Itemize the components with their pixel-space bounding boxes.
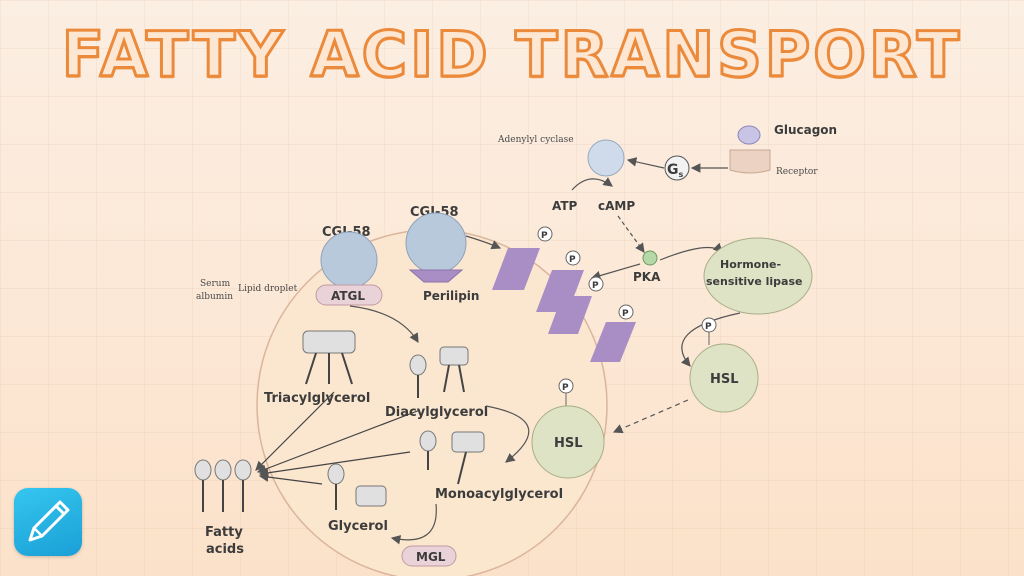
perilipin-phospho-1 [492, 248, 540, 290]
triacylglycerol-molecule [302, 330, 356, 385]
pka-shape [642, 250, 658, 266]
fatty-acids-label-2: acids [206, 542, 244, 557]
glycerol-label: Glycerol [328, 519, 388, 534]
lipid-droplet-label: Lipid droplet [238, 284, 298, 294]
phosphate-p1-label: P [541, 231, 548, 241]
receptor-shape [729, 149, 771, 174]
arrow-camp-pka [617, 215, 645, 253]
phosphate-p3-label: P [592, 281, 599, 291]
cgi58-center [405, 212, 467, 274]
phosphate-p2 [565, 250, 581, 266]
hsl-right-label: HSL [710, 372, 739, 387]
pka-label: PKA [633, 270, 661, 284]
phosphate-p3 [588, 276, 604, 292]
arrow-dag-mag [485, 405, 530, 463]
camp-label: cAMP [598, 199, 635, 213]
hsl-inner [531, 405, 605, 479]
arrow-atp-camp [571, 177, 613, 191]
arrow-gs-cyclase [626, 157, 665, 169]
gs-protein [664, 155, 690, 181]
phosphate-hsl-inner-label: P [562, 383, 569, 393]
diacylglycerol-label: Diacylglycerol [385, 405, 488, 420]
phosphate-p4 [618, 304, 634, 320]
hsl-right [689, 343, 759, 413]
gs-label: Gs [667, 162, 684, 179]
perilipin-label: Perilipin [423, 289, 479, 303]
arrow-cgi58-release [465, 235, 502, 250]
arrow-lipase-hsl [680, 312, 741, 367]
arrow-pka-perilipin [590, 263, 641, 281]
perilipin-phospho-3 [548, 296, 592, 334]
arrow-atgl-dag [349, 305, 419, 344]
adenylyl-cyclase [587, 139, 625, 177]
hormone-sensitive-lipase-label-1: Hormone- [720, 258, 781, 271]
hsl-inner-label: HSL [554, 436, 583, 451]
phosphate-hsl-right-label: P [705, 322, 712, 332]
mgl-label: MGL [416, 550, 446, 564]
phospho-perilipin-group: P P P P [492, 226, 636, 362]
cgi58-left [320, 231, 378, 289]
serum-albumin-label-2: albumin [196, 292, 233, 302]
phosphate-p4-label: P [622, 309, 629, 319]
fatty-acid-release-arrows [255, 391, 421, 485]
glycerol-molecule [327, 463, 387, 510]
atgl-label: ATGL [331, 289, 365, 303]
glucagon-shape [737, 125, 761, 145]
pencil-icon [28, 500, 70, 542]
diacylglycerol-molecule [409, 346, 469, 398]
hormone-sensitive-lipase-label-2: sensitive lipase [706, 275, 803, 288]
perilipin-base [408, 269, 464, 283]
phosphate-p1 [537, 226, 553, 242]
monoacylglycerol-molecule [419, 430, 485, 485]
serum-albumin-label-1: Serum [200, 279, 231, 289]
mgl-shape [401, 545, 457, 567]
fatty-acids-label-1: Fatty [205, 525, 243, 540]
perilipin-phospho-4 [590, 322, 636, 362]
monoacylglycerol-label: Monoacylglycerol [435, 487, 563, 502]
phosphate-p2-label: P [569, 255, 576, 265]
page-title: FATTY ACID TRANSPORT [60, 17, 963, 93]
triacylglycerol-label: Triacylglycerol [264, 391, 370, 406]
atgl-shape [315, 284, 383, 306]
pencil-app-icon[interactable] [14, 488, 82, 556]
glucagon-label: Glucagon [774, 123, 837, 137]
atp-label: ATP [552, 199, 578, 213]
arrow-hsl-to-droplet [612, 399, 689, 434]
receptor-label: Receptor [776, 167, 818, 177]
arrow-mag-glycerol [390, 503, 437, 545]
hormone-sensitive-lipase [703, 237, 813, 315]
fatty-acids-molecules [194, 459, 252, 512]
adenylyl-cyclase-label: Adenylyl cyclase [497, 135, 574, 145]
